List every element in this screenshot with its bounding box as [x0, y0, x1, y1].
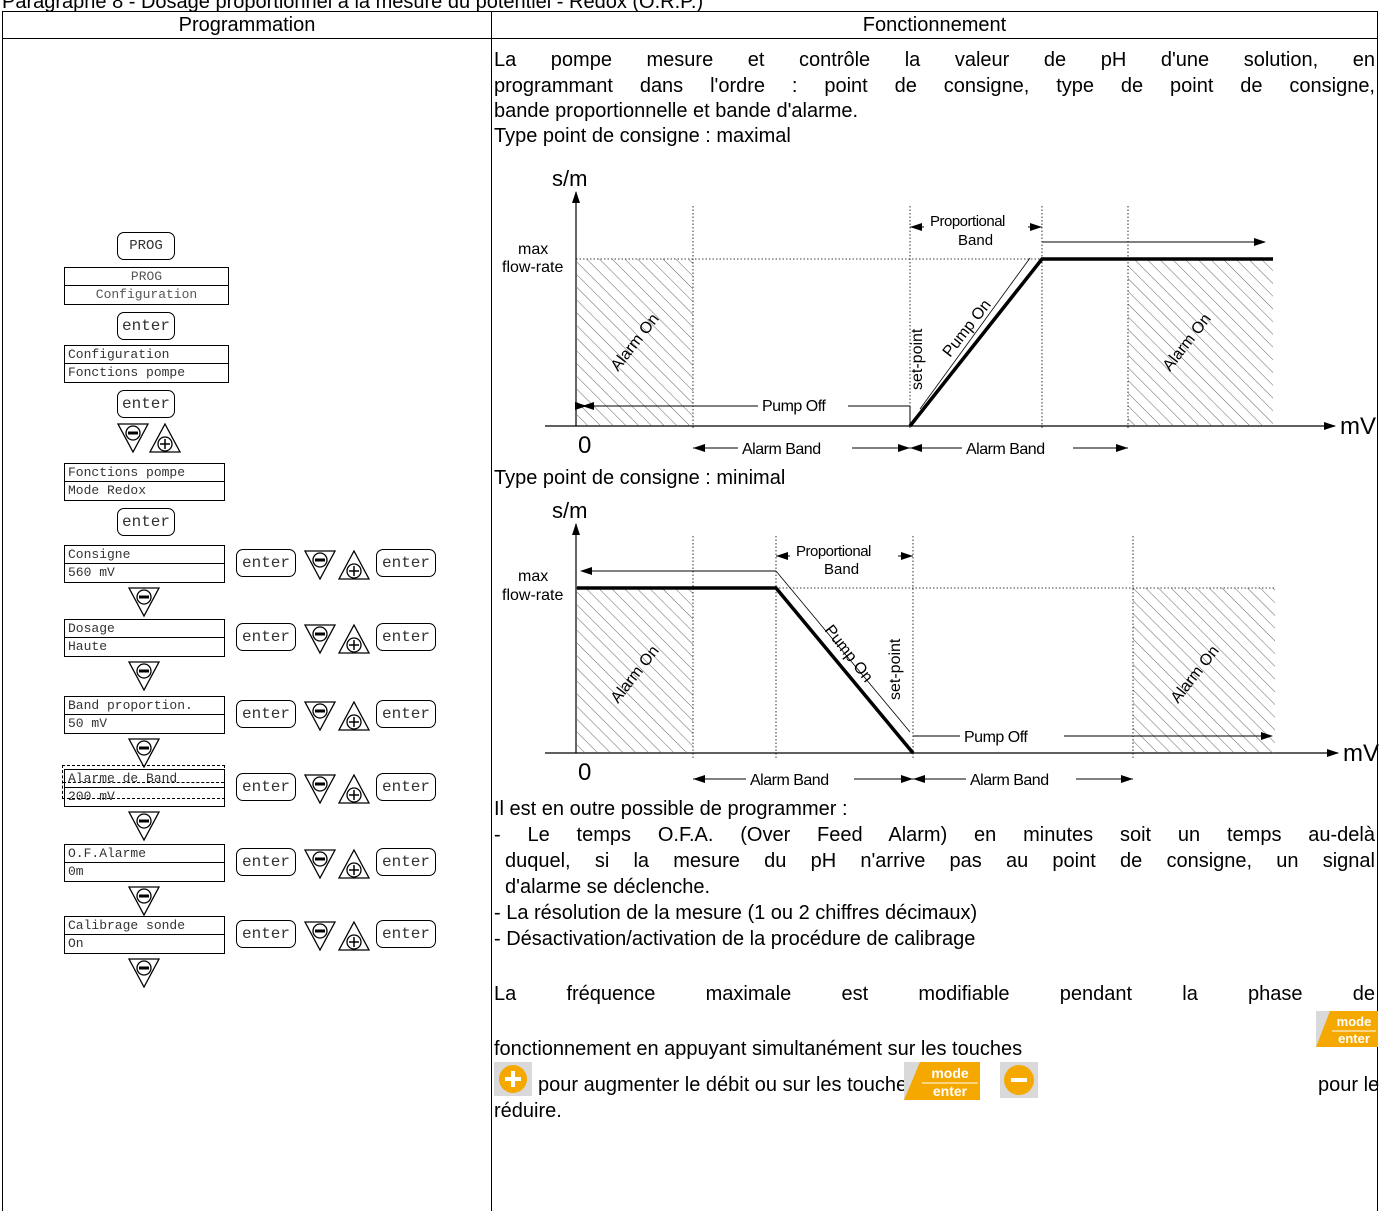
minus-icon	[127, 958, 161, 989]
intro-line-2: programmant dans l'ordre : point de cons…	[494, 75, 1375, 97]
freq-line-3: pour augmenter le débit ou sur les touch…	[538, 1074, 918, 1096]
intro-line-3: bande proportionnelle et bande d'alarme.	[494, 100, 859, 122]
svg-text:Pump Off: Pump Off	[964, 729, 1028, 746]
minus-icon	[127, 661, 161, 692]
graph-minimal: s/m mV 0 max flow-rate Proportional Band…	[502, 498, 1379, 789]
svg-text:flow-rate: flow-rate	[502, 259, 563, 276]
svg-text:set-point: set-point	[887, 638, 904, 700]
svg-text:Proportional: Proportional	[796, 543, 871, 560]
enter-key-1[interactable]: enter	[117, 312, 175, 340]
svg-text:max: max	[518, 568, 548, 585]
enter-key-alarme-de-band-2[interactable]: enter	[376, 773, 436, 801]
mode-enter-button-2[interactable]: mode enter	[904, 1062, 980, 1100]
enter-key-of-alarme-2[interactable]: enter	[376, 848, 436, 876]
svg-text:Band: Band	[824, 561, 859, 578]
svg-text:mode: mode	[931, 1065, 969, 1081]
svg-text:enter: enter	[933, 1083, 968, 1099]
enter-key-2[interactable]: enter	[117, 390, 175, 418]
graph-maximal: s/m mV 0 max flow-rate Proportional Band…	[502, 166, 1376, 459]
svg-text:Alarm Band: Alarm Band	[966, 441, 1045, 458]
column-divider	[491, 12, 492, 1211]
svg-text:Pump Off: Pump Off	[762, 398, 826, 415]
bullet-ofa-2: duquel, si la mesure du pH n'arrive pas …	[505, 850, 1375, 872]
minus-icon	[127, 587, 161, 618]
svg-text:mV: mV	[1340, 413, 1376, 440]
freq-line-3b: pour le	[1318, 1074, 1380, 1096]
minus-plus-icon	[303, 623, 371, 655]
bullet-calibrage: - Désactivation/activation de la procédu…	[494, 928, 976, 950]
enter-key-calibrage-sonde-1[interactable]: enter	[236, 920, 296, 948]
bullet-ofa-1: - Le temps O.F.A. (Over Feed Alarm) en m…	[494, 824, 1375, 846]
y-axis-label: s/m	[552, 166, 587, 191]
minus-plus-icon	[303, 549, 371, 581]
intro-line-1: La pompe mesure et contrôle la valeur de…	[494, 49, 1375, 71]
enter-key-alarme-de-band-1[interactable]: enter	[236, 773, 296, 801]
display-consigne: Consigne 560 mV	[64, 545, 225, 583]
enter-key-3[interactable]: enter	[117, 508, 175, 536]
bullet-ofa-3: d'alarme se déclenche.	[505, 876, 711, 898]
enter-key-dosage-2[interactable]: enter	[376, 623, 436, 651]
display-of-alarme: O.F.Alarme 0m	[64, 844, 225, 882]
freq-line-1: La fréquence maximale est modifiable pen…	[494, 983, 1375, 1005]
minus-plus-icon	[303, 773, 371, 805]
minus-button[interactable]	[1000, 1062, 1038, 1098]
minus-icon	[127, 811, 161, 842]
svg-text:Proportional: Proportional	[930, 213, 1005, 230]
svg-text:Band: Band	[958, 232, 993, 249]
more-intro: Il est en outre possible de programmer :	[494, 798, 848, 820]
freq-line-2: fonctionnement en appuyant simultanément…	[494, 1038, 1023, 1060]
enter-key-consigne-2[interactable]: enter	[376, 549, 436, 577]
svg-text:enter: enter	[1338, 1031, 1370, 1046]
table: Programmation Fonctionnement	[2, 11, 1378, 1211]
enter-key-band-proportion-1[interactable]: enter	[236, 700, 296, 728]
type-min-label: Type point de consigne : minimal	[494, 467, 786, 489]
mode-enter-button[interactable]: mode enter	[1316, 1011, 1378, 1047]
minus-plus-icon	[116, 422, 182, 454]
minus-icon	[127, 738, 161, 769]
enter-key-calibrage-sonde-2[interactable]: enter	[376, 920, 436, 948]
minus-icon	[127, 886, 161, 917]
header-fonctionnement: Fonctionnement	[492, 12, 1377, 39]
svg-text:Alarm Band: Alarm Band	[750, 772, 829, 789]
page-title: Paragraphe 8 - Dosage proportionnel à la…	[2, 0, 704, 13]
minus-plus-icon	[303, 848, 371, 880]
type-max-label: Type point de consigne : maximal	[494, 125, 791, 147]
enter-key-of-alarme-1[interactable]: enter	[236, 848, 296, 876]
svg-text:Alarm Band: Alarm Band	[742, 441, 821, 458]
svg-text:flow-rate: flow-rate	[502, 587, 563, 604]
plus-button[interactable]	[494, 1062, 532, 1096]
display-band-proportion: Band proportion. 50 mV	[64, 696, 225, 734]
svg-text:mV: mV	[1343, 740, 1379, 767]
bullet-resolution: - La résolution de la mesure (1 ou 2 chi…	[494, 902, 978, 924]
svg-text:mode: mode	[1337, 1014, 1372, 1029]
svg-text:Alarm Band: Alarm Band	[970, 772, 1049, 789]
enter-key-band-proportion-2[interactable]: enter	[376, 700, 436, 728]
freq-line-4: réduire.	[494, 1100, 562, 1122]
header-programmation: Programmation	[3, 12, 491, 39]
svg-text:0: 0	[578, 759, 591, 786]
svg-text:0: 0	[578, 432, 591, 459]
minus-plus-icon	[303, 700, 371, 732]
prog-key[interactable]: PROG	[117, 232, 175, 260]
display-end-placeholder	[62, 765, 225, 799]
svg-text:max: max	[518, 241, 548, 258]
minus-plus-icon	[303, 920, 371, 952]
svg-text:set-point: set-point	[909, 328, 926, 390]
svg-text:s/m: s/m	[552, 498, 587, 523]
enter-key-consigne-1[interactable]: enter	[236, 549, 296, 577]
enter-key-dosage-1[interactable]: enter	[236, 623, 296, 651]
